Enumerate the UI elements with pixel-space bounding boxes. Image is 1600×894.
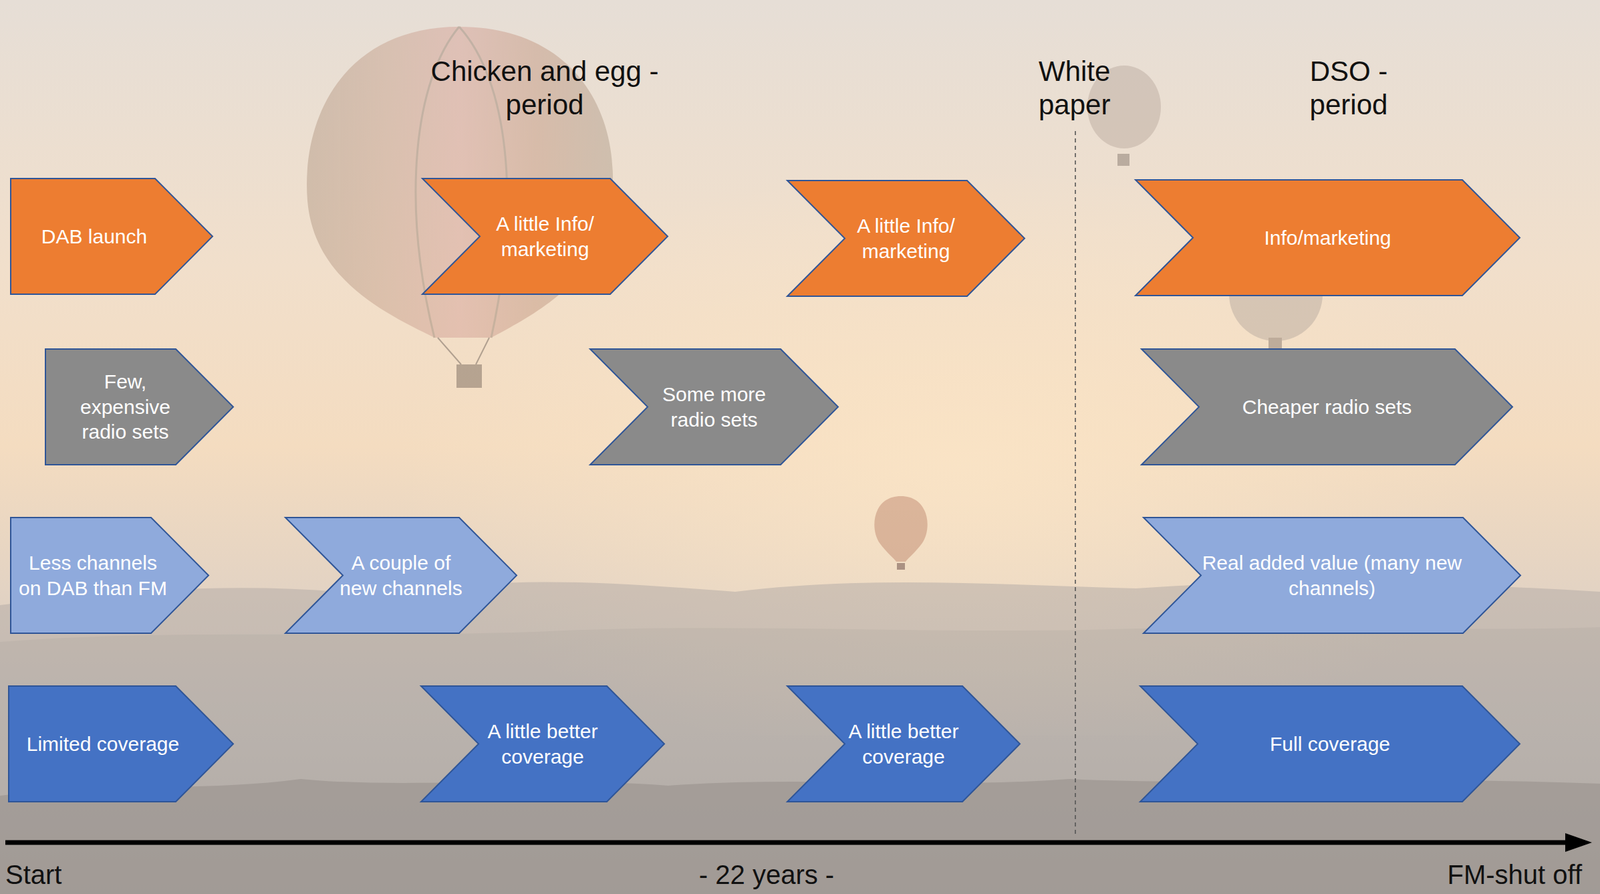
chevron-step: Few, expensive radio sets bbox=[44, 348, 234, 466]
small-balloon bbox=[874, 495, 927, 570]
step-text: Real added value (many new channels) bbox=[1196, 550, 1468, 601]
chevron-step: Limited coverage bbox=[8, 685, 234, 803]
chevron-step: A little better coverage bbox=[420, 685, 665, 803]
axis-label: - 22 years - bbox=[632, 860, 901, 889]
chevron-shape bbox=[1142, 516, 1522, 634]
chevron-shape bbox=[421, 177, 669, 295]
chevron-outline bbox=[45, 348, 234, 465]
chevron-outline bbox=[422, 178, 668, 295]
step-text: A little better coverage bbox=[472, 718, 613, 769]
chevron-outline bbox=[787, 685, 1020, 802]
chevron-outline bbox=[10, 517, 209, 633]
chevron-outline bbox=[8, 685, 234, 802]
step-text: Limited coverage bbox=[26, 731, 180, 757]
chevron-outline bbox=[590, 348, 839, 465]
chevron-shape bbox=[10, 516, 210, 634]
axis-arrowhead bbox=[1565, 832, 1592, 852]
step-text: Info/marketing bbox=[1263, 225, 1391, 251]
chevron-shape bbox=[420, 685, 665, 803]
step-text: A couple of new channels bbox=[336, 550, 466, 601]
chevron-step: A little better coverage bbox=[786, 685, 1021, 803]
chevron-step: A little Info/ marketing bbox=[421, 177, 669, 295]
step-text: Some more radio sets bbox=[642, 381, 786, 432]
chevron-shape bbox=[786, 179, 1026, 297]
chevron-step: Full coverage bbox=[1139, 685, 1521, 803]
chevron-outline bbox=[787, 180, 1025, 297]
step-text: Few, expensive radio sets bbox=[60, 368, 190, 445]
chevron-step: Some more radio sets bbox=[589, 348, 839, 466]
chevron-step: Less channels on DAB than FM bbox=[10, 516, 210, 634]
period-heading: DSO - period bbox=[1278, 54, 1419, 123]
chevron-outline bbox=[1140, 685, 1520, 802]
white-paper-divider bbox=[1074, 130, 1077, 837]
chevron-step: Cheaper radio sets bbox=[1140, 348, 1514, 466]
step-text: DAB launch bbox=[41, 223, 148, 250]
step-text: Less channels on DAB than FM bbox=[18, 550, 168, 601]
step-text: A little Info/ marketing bbox=[838, 213, 974, 264]
chevron-outline bbox=[421, 685, 665, 802]
chevron-step: A couple of new channels bbox=[284, 516, 518, 634]
step-text: Full coverage bbox=[1269, 731, 1391, 757]
chevron-outline bbox=[1141, 348, 1513, 465]
time-axis bbox=[5, 840, 1570, 845]
chevron-outline bbox=[1135, 179, 1520, 296]
axis-label: Start bbox=[5, 860, 62, 889]
axis-label: FM-shut off bbox=[1446, 860, 1582, 889]
chevron-step: DAB launch bbox=[10, 177, 214, 295]
chevron-outline bbox=[1143, 517, 1521, 633]
step-text: Cheaper radio sets bbox=[1242, 394, 1412, 420]
chevron-shape bbox=[786, 685, 1021, 803]
chevron-step: Info/marketing bbox=[1134, 179, 1521, 297]
chevron-outline bbox=[285, 517, 517, 633]
chevron-outline bbox=[10, 178, 213, 295]
step-text: A little better coverage bbox=[838, 718, 969, 769]
period-heading: White paper bbox=[1038, 54, 1133, 123]
chevron-shape bbox=[589, 348, 839, 466]
chevron-shape bbox=[284, 516, 518, 634]
chevron-step: A little Info/ marketing bbox=[786, 179, 1026, 297]
step-text: A little Info/ marketing bbox=[473, 211, 617, 262]
period-heading: Chicken and egg - period bbox=[417, 54, 672, 123]
chevron-step: Real added value (many new channels) bbox=[1142, 516, 1522, 634]
